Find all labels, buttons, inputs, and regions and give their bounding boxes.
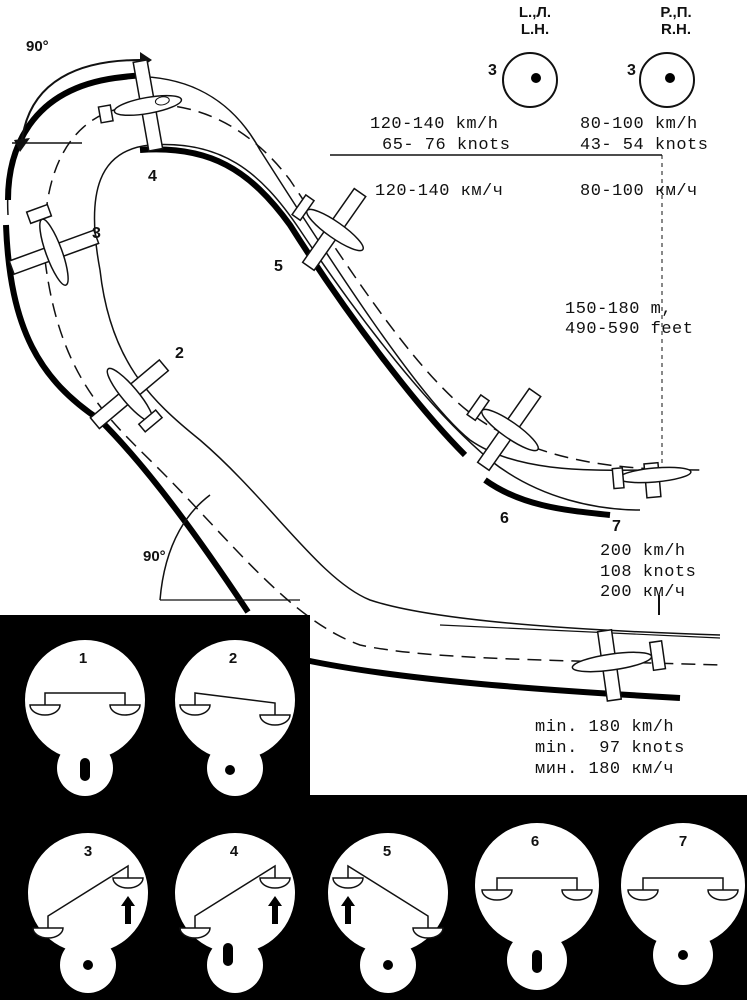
gauge-weight-3-1 [112, 877, 144, 889]
speed-min-knots: min. 97 knots [535, 739, 685, 758]
gauge-bar-4 [194, 864, 276, 928]
pattern-inner-thick-downwind [139, 146, 468, 458]
pattern-inner-thick-final [483, 477, 611, 518]
pattern-runway-thick [304, 657, 681, 701]
gauge-arrow-5 [341, 896, 355, 924]
header-ball-left [531, 73, 541, 83]
indicator-label-3: 3 [83, 843, 93, 860]
gauge-bar-6 [496, 877, 578, 890]
angle-arc-top [21, 59, 141, 141]
speed-left-kmh: 120-140 km/h [370, 115, 499, 134]
header-left-line2: L.H. [520, 21, 550, 38]
angle-label-top: 90° [26, 38, 49, 55]
gauge-weight-5-1 [412, 927, 444, 939]
gauge-arrow-4 [268, 896, 282, 924]
ball-dot-6 [532, 963, 542, 973]
ball-dot-1 [80, 771, 90, 781]
position-label-3: 3 [92, 225, 101, 242]
speed-right-kmh: 80-100 km/h [580, 115, 698, 134]
gauge-weight-7-1 [707, 889, 739, 901]
gauge-face-7 [621, 823, 745, 947]
aircraft-landing [571, 628, 667, 702]
speed-right-kmh-ru: 80-100 км/ч [580, 182, 698, 201]
header-left-line1: L.,Л. [518, 4, 552, 21]
gauge-weight-6-1 [561, 889, 593, 901]
indicator-label-2: 2 [228, 650, 238, 667]
aircraft-6 [466, 387, 542, 472]
gauge-face-6 [475, 823, 599, 947]
gauge-face-5 [328, 833, 448, 953]
pattern-centerline-lower [44, 259, 721, 666]
aircraft-7 [611, 461, 692, 499]
gauge-weight-2-0 [179, 704, 211, 716]
gauge-bar-1 [44, 692, 126, 705]
header-indicator-left [502, 52, 558, 108]
gauge-arrow-3 [121, 896, 135, 924]
header-right: P.,П. R.H. [646, 4, 706, 38]
aircraft-5 [291, 187, 367, 272]
gauge-weight-5-0 [332, 877, 364, 889]
angle-arc-bottom [159, 494, 211, 601]
position-label-6: 6 [500, 510, 509, 527]
angle-label-bottom: 90° [143, 548, 166, 565]
gauge-weight-4-0 [179, 927, 211, 939]
indicator-label-1: 1 [78, 650, 88, 667]
position-label-7: 7 [612, 518, 621, 535]
gauge-face-1 [25, 640, 145, 760]
pattern-centerline [43, 103, 701, 471]
gauge-bar-5 [347, 864, 429, 928]
pattern-inner-line [93, 143, 641, 511]
indicator-label-5: 5 [382, 843, 392, 860]
header-right-line1: P.,П. [660, 4, 692, 21]
aircraft-4 [97, 59, 183, 152]
position-label-5: 5 [274, 258, 283, 275]
speed-right-knots: 43- 54 knots [580, 136, 709, 155]
header-right-line2: R.H. [661, 21, 691, 38]
gauge-face-3 [28, 833, 148, 953]
ball-dot-4 [223, 956, 233, 966]
speed-final-kmh-ru: 200 км/ч [600, 583, 686, 602]
header-ball-right [665, 73, 675, 83]
speed-final-knots: 108 knots [600, 563, 697, 582]
position-label-2: 2 [175, 345, 184, 362]
header-left: L.,Л. L.H. [505, 4, 565, 38]
gauge-weight-7-0 [627, 889, 659, 901]
ball-dot-5 [383, 960, 393, 970]
position-label-4: 4 [148, 168, 157, 185]
header-right-count: 3 [627, 62, 636, 79]
speed-left-kmh-ru: 120-140 км/ч [375, 182, 504, 201]
speed-min-kmh: min. 180 km/h [535, 718, 675, 737]
gauge-weight-4-1 [259, 877, 291, 889]
gauge-weight-1-0 [29, 704, 61, 716]
indicator-label-6: 6 [530, 833, 540, 850]
altitude-ft: 490-590 feet [565, 320, 694, 339]
gauge-weight-6-0 [481, 889, 513, 901]
gauge-face-2 [175, 640, 295, 760]
ball-dot-2 [225, 765, 235, 775]
speed-left-knots: 65- 76 knots [382, 136, 511, 155]
indicator-label-7: 7 [678, 833, 688, 850]
indicator-label-4: 4 [229, 843, 239, 860]
gauge-weight-3-0 [32, 927, 64, 939]
runway-reference [439, 624, 721, 639]
ball-dot-3 [83, 960, 93, 970]
speed-min-kmh-ru: мин. 180 км/ч [535, 760, 675, 779]
aircraft-3 [8, 203, 100, 286]
speed-final-kmh: 200 km/h [600, 542, 686, 561]
gauge-bar-2 [194, 692, 276, 715]
aircraft-2 [89, 358, 170, 433]
header-left-count: 3 [488, 62, 497, 79]
gauge-face-4 [175, 833, 295, 953]
gauge-bar-7 [642, 877, 724, 890]
gauge-weight-1-1 [109, 704, 141, 716]
gauge-weight-2-1 [259, 714, 291, 726]
angle-arrow-top [14, 138, 30, 152]
ball-dot-7 [678, 950, 688, 960]
gauge-bar-3 [47, 864, 129, 928]
altitude-m: 150-180 m, [565, 300, 673, 319]
